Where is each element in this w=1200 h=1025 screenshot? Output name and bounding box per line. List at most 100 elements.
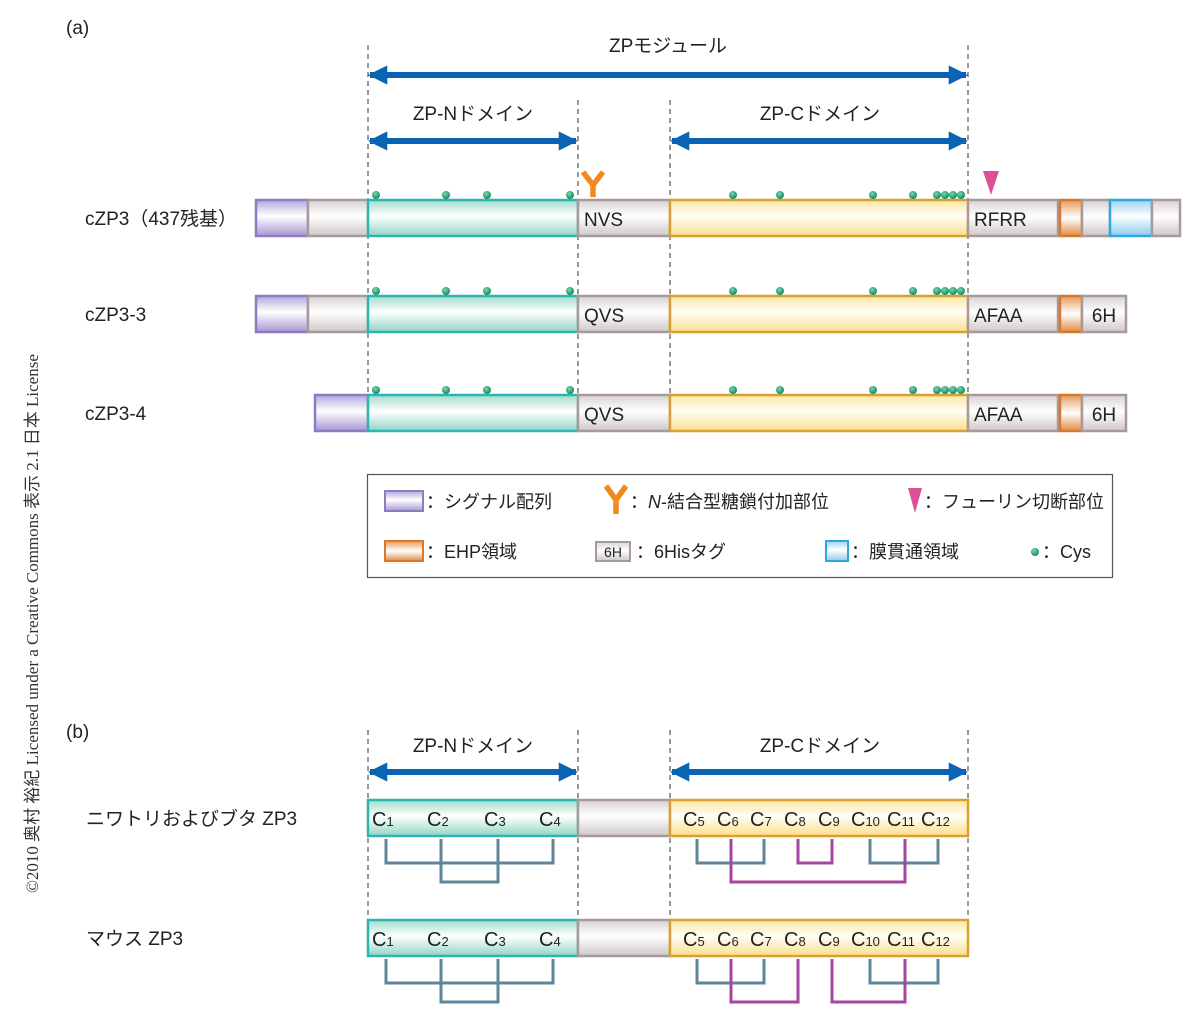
cysteine-dot [941, 386, 949, 394]
cysteine-dot [372, 287, 380, 295]
zp-c-domain-segment [668, 918, 970, 958]
legend-his-tag-label: ：6Hisタグ [636, 542, 726, 562]
cysteine-label: C1 [372, 929, 394, 951]
zp-c-domain-segment [668, 798, 970, 838]
cysteine-dot [869, 191, 877, 199]
disulfide-bond [439, 959, 500, 1004]
cysteine-dot [483, 191, 491, 199]
glycosylation-icon [603, 484, 629, 514]
cleavage-site-segment [966, 198, 1060, 238]
ehp-segment [1058, 393, 1084, 433]
linker-segment [576, 918, 672, 958]
legend: ：シグナル配列 ：N-結合型糖鎖付加部位 ：フューリン切断部位 ：EHP領域 6… [366, 473, 1114, 579]
cysteine-dot [442, 191, 450, 199]
ehp-swatch [384, 540, 424, 562]
cysteine-label: C9 [818, 929, 840, 951]
cysteine-label: C3 [484, 809, 506, 831]
cysteine-dot [941, 287, 949, 295]
cysteine-dot [957, 191, 965, 199]
cysteine-label: C11 [887, 929, 915, 951]
linker-segment [576, 198, 672, 238]
cysteine-dot [776, 386, 784, 394]
cleavage-motif-text: AFAA [974, 405, 1023, 426]
cleavage-site-segment [966, 294, 1060, 334]
cleavage-site-segment [966, 393, 1060, 433]
disulfide-bond [384, 839, 555, 865]
construct-name: cZP3-3 [85, 305, 146, 326]
disulfide-bond [439, 839, 500, 884]
cysteine-dot [729, 386, 737, 394]
cysteine-dot [909, 386, 917, 394]
cysteine-dot [933, 287, 941, 295]
cysteine-label: C8 [784, 809, 806, 831]
species-name: マウス ZP3 [86, 929, 183, 950]
cysteine-dot [729, 287, 737, 295]
panel-label-b: (b) [66, 722, 89, 743]
legend-signal-label: ：シグナル配列 [426, 492, 552, 512]
furin-site-icon [908, 488, 922, 513]
cysteine-label: C6 [717, 929, 739, 951]
glycosylation-site-icon [580, 170, 606, 197]
linker-motif-text: QVS [584, 306, 624, 327]
cysteine-label: C5 [683, 929, 705, 951]
cysteine-label: C12 [921, 929, 950, 951]
legend-cys-label: ：Cys [1042, 542, 1091, 562]
zp-n-domain-segment [366, 198, 580, 238]
cysteine-dot [909, 191, 917, 199]
cysteine-dot [949, 191, 957, 199]
cysteine-dot [949, 386, 957, 394]
species-name: ニワトリおよびブタ ZP3 [86, 807, 297, 830]
cysteine-dot [949, 287, 957, 295]
cysteine-dot [957, 386, 965, 394]
cysteine-dot [869, 287, 877, 295]
cysteine-dot [957, 287, 965, 295]
linker-segment [576, 798, 672, 838]
tm-swatch [825, 540, 849, 562]
legend-ehp-label: ：EHP領域 [426, 542, 517, 562]
cysteine-label: C11 [887, 809, 915, 831]
cys-icon [1031, 548, 1039, 556]
his-tag-text: 6H [1092, 306, 1116, 327]
zp-c-domain-label-a: ZP-Cドメイン [760, 104, 880, 125]
cysteine-dot [566, 287, 574, 295]
cleavage-motif-text: RFRR [974, 210, 1027, 231]
cysteine-dot [566, 191, 574, 199]
cysteine-label: C4 [539, 809, 561, 831]
cysteine-label: C4 [539, 929, 561, 951]
copyright-credit: ©2010 奥村 裕紀 Licensed under a Creative Co… [23, 354, 42, 893]
domain-guide-lines [367, 45, 969, 432]
cysteine-dot [442, 287, 450, 295]
cysteine-label: C1 [372, 809, 394, 831]
disulfide-bond [729, 959, 800, 1004]
cysteine-dot [729, 191, 737, 199]
cysteine-label: C8 [784, 929, 806, 951]
ehp-segment [1058, 294, 1084, 334]
linker-segment [576, 393, 672, 433]
signal-sequence-segment [254, 294, 310, 334]
cysteine-label: C9 [818, 809, 840, 831]
cysteine-dot [776, 287, 784, 295]
construct-name: cZP3-4 [85, 404, 147, 425]
cysteine-dot [483, 287, 491, 295]
construct-name: cZP3（437残基） [85, 208, 237, 230]
c-terminal-segment [1080, 198, 1112, 238]
cysteine-dot [776, 191, 784, 199]
disulfide-bond [830, 959, 907, 1004]
cysteine-dot [372, 191, 380, 199]
cysteine-label: C10 [851, 809, 880, 831]
signal-swatch [384, 490, 424, 512]
n-terminal-segment [306, 294, 370, 334]
linker-motif-text: QVS [584, 405, 624, 426]
cysteine-dot [933, 191, 941, 199]
legend-glyco-label: ：N-結合型糖鎖付加部位 [630, 492, 829, 512]
zp-n-domain-segment [366, 393, 580, 433]
linker-segment [576, 294, 672, 334]
cysteine-dot [372, 386, 380, 394]
panel-label-a: (a) [66, 18, 89, 39]
